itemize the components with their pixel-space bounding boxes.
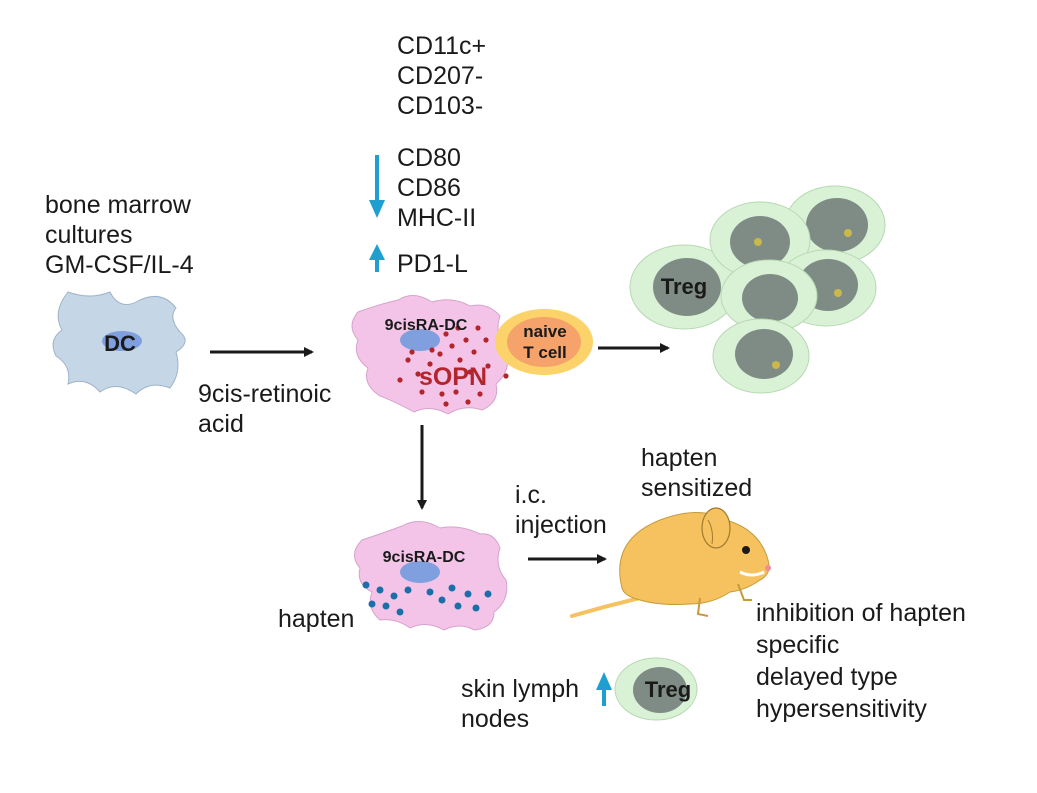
dendritic-cell-icon: [52, 291, 186, 395]
dc-label: DC: [104, 331, 136, 356]
sopn-label: sOPN: [419, 363, 487, 391]
marker-pd1-l: PD1-L: [397, 250, 468, 278]
hapten-dc-label: 9cisRA-DC: [383, 549, 466, 566]
marker-cd11c: CD11c+: [397, 32, 486, 60]
hapten-dc-icon: [354, 521, 508, 631]
outcome-line2: specific: [756, 631, 839, 659]
outcome-line3: delayed type: [756, 663, 898, 691]
outcome-line4: hypersensitivity: [756, 695, 927, 723]
ra-dendritic-cell-icon: [351, 295, 509, 415]
marker-cd103: CD103-: [397, 92, 483, 120]
down-arrow-icon: [369, 155, 385, 218]
outcome-line1: inhibition of hapten: [756, 599, 966, 627]
sensitized-line1: hapten: [641, 444, 717, 472]
marker-mhc-ii: MHC-II: [397, 204, 476, 232]
mouse-icon: [570, 507, 771, 618]
lymph-line1: skin lymph: [461, 675, 579, 703]
sensitized-line2: sensitized: [641, 474, 752, 502]
source-line2: cultures: [45, 221, 133, 249]
treg-cluster-icon: [629, 185, 886, 394]
treatment-line2: acid: [198, 410, 244, 438]
marker-cd80: CD80: [397, 144, 461, 172]
treg-cluster-label: Treg: [661, 274, 707, 299]
treg-lymph-label: Treg: [645, 677, 691, 702]
source-line1: bone marrow: [45, 191, 192, 219]
treg-lymph-icon: [614, 657, 698, 721]
up-arrow-icon: [369, 244, 385, 272]
naive-tcell-line2: T cell: [523, 343, 566, 362]
injection-line1: i.c.: [515, 481, 547, 509]
ra-dc-label: 9cisRA-DC: [385, 317, 468, 334]
source-line3: GM-CSF/IL-4: [45, 251, 194, 279]
marker-cd86: CD86: [397, 174, 461, 202]
naive-t-cell-icon: [495, 309, 593, 375]
treatment-line1: 9cis-retinoic: [198, 380, 331, 408]
up-arrow-lymph-icon: [596, 672, 612, 706]
hapten-label: hapten: [278, 605, 354, 633]
injection-line2: injection: [515, 511, 607, 539]
lymph-line2: nodes: [461, 705, 529, 733]
naive-tcell-line1: naive: [523, 322, 566, 341]
marker-cd207: CD207-: [397, 62, 483, 90]
